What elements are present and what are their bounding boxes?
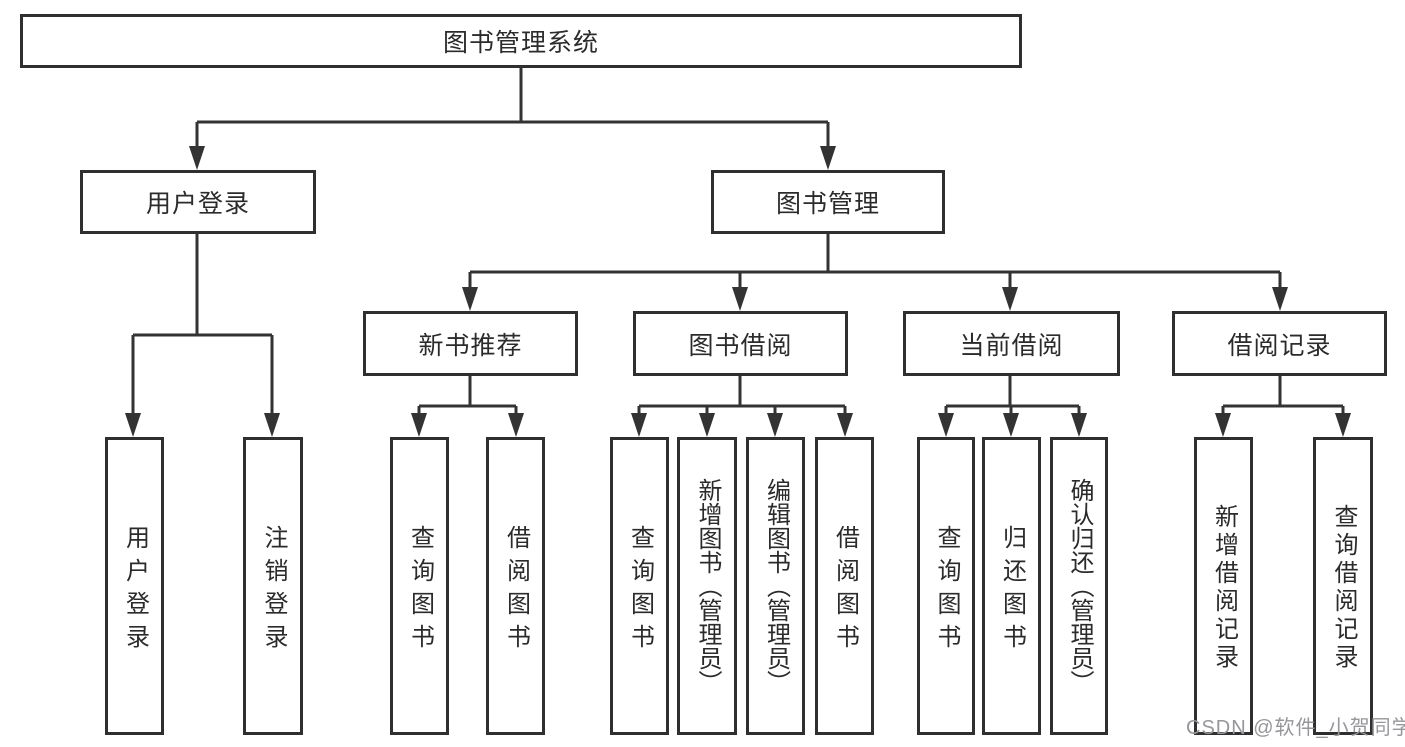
node-label: 用户登录 xyxy=(145,190,250,218)
leaf-borrow-books-recommend: 借阅图书 xyxy=(486,437,545,735)
connector-arrows xyxy=(125,146,1351,437)
node-user-login: 用户登录 xyxy=(80,170,316,234)
leaf-label: 归还图书 xyxy=(998,524,1026,657)
connector-segments xyxy=(131,68,1345,420)
node-book-borrow: 图书借阅 xyxy=(633,311,848,376)
node-book-management: 图书管理 xyxy=(711,170,945,234)
leaf-label: 借阅图书 xyxy=(502,524,530,657)
leaf-label: 借阅图书 xyxy=(831,524,859,657)
root-node-library-system: 图书管理系统 xyxy=(20,14,1022,68)
arrowhead-icon xyxy=(837,413,853,437)
node-label: 图书管理 xyxy=(775,190,880,218)
node-borrow-record: 借阅记录 xyxy=(1172,311,1387,376)
leaf-query-books-current: 查询图书 xyxy=(917,437,975,735)
node-label: 借阅记录 xyxy=(1227,331,1332,360)
leaf-label: 新增借阅记录 xyxy=(1210,504,1238,672)
leaf-borrow-books: 借阅图书 xyxy=(815,437,874,735)
root-node-label: 图书管理系统 xyxy=(442,29,599,57)
arrowhead-icon xyxy=(1215,413,1231,437)
node-label: 当前借阅 xyxy=(959,331,1064,360)
arrowhead-icon xyxy=(767,413,783,437)
node-new-book-recommend: 新书推荐 xyxy=(363,311,578,376)
leaf-query-borrow-record: 查询借阅记录 xyxy=(1313,437,1373,735)
leaf-confirm-return-admin: 确认归还（管理员） xyxy=(1050,437,1108,735)
leaf-edit-books-admin: 编辑图书（管理员） xyxy=(746,437,805,735)
leaf-label: 查询图书 xyxy=(933,524,960,657)
csdn-watermark: CSDN @软件_小贺同学 xyxy=(1186,717,1405,739)
arrowhead-icon xyxy=(411,413,427,437)
leaf-label: 查询借阅记录 xyxy=(1330,504,1357,672)
leaf-label: 编辑图书（管理员） xyxy=(762,478,790,694)
arrowhead-icon xyxy=(1003,413,1019,437)
leaf-add-books-admin: 新增图书（管理员） xyxy=(677,437,737,735)
leaf-label: 确认归还（管理员） xyxy=(1066,478,1093,694)
arrowhead-icon xyxy=(189,146,205,170)
arrowhead-icon xyxy=(699,413,715,437)
node-label: 新书推荐 xyxy=(418,331,523,360)
arrowhead-icon xyxy=(462,287,478,311)
arrowhead-icon xyxy=(820,146,836,170)
node-current-borrow: 当前借阅 xyxy=(903,311,1120,376)
leaf-add-borrow-record: 新增借阅记录 xyxy=(1194,437,1253,735)
arrowhead-icon xyxy=(1002,287,1018,311)
leaf-query-books-recommend: 查询图书 xyxy=(390,437,449,735)
leaf-label: 查询图书 xyxy=(626,524,654,657)
arrowhead-icon xyxy=(732,287,748,311)
arrowhead-icon xyxy=(1272,287,1288,311)
leaf-query-books-borrow: 查询图书 xyxy=(610,437,669,735)
arrowhead-icon xyxy=(631,413,647,437)
arrowhead-icon xyxy=(264,413,280,437)
leaf-label: 查询图书 xyxy=(406,524,434,657)
leaf-label: 新增图书（管理员） xyxy=(694,478,721,694)
arrowhead-icon xyxy=(1071,413,1087,437)
node-label: 图书借阅 xyxy=(688,331,793,360)
leaf-return-books: 归还图书 xyxy=(982,437,1041,735)
arrowhead-icon xyxy=(938,413,954,437)
leaf-label: 注销登录 xyxy=(260,524,287,657)
leaf-logout: 注销登录 xyxy=(243,437,303,735)
leaf-label: 用户登录 xyxy=(121,524,149,657)
arrowhead-icon xyxy=(1335,413,1351,437)
leaf-user-login: 用户登录 xyxy=(105,437,164,735)
arrowhead-icon xyxy=(508,413,524,437)
arrowhead-icon xyxy=(125,413,141,437)
